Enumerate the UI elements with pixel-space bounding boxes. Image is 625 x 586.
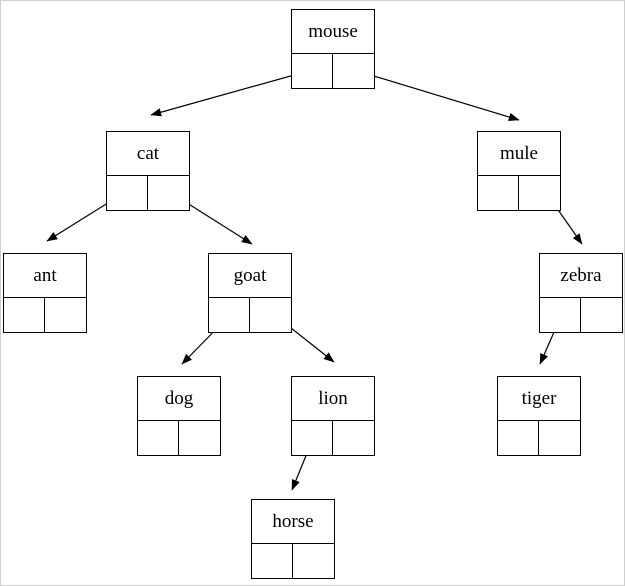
tree-node-tiger[interactable]: tiger <box>497 376 581 456</box>
right-pointer-cell-horse <box>293 544 334 578</box>
tree-node-cat[interactable]: cat <box>106 131 190 211</box>
left-pointer-cell-dog <box>138 421 179 455</box>
node-label-tiger: tiger <box>498 377 580 421</box>
right-pointer-cell-goat <box>250 298 291 332</box>
left-pointer-cell-lion <box>292 421 333 455</box>
node-pointers-tiger <box>498 421 580 455</box>
left-pointer-cell-mouse <box>292 54 333 88</box>
tree-node-mouse[interactable]: mouse <box>291 9 375 89</box>
node-label-ant: ant <box>4 254 86 298</box>
right-pointer-cell-lion <box>333 421 374 455</box>
node-pointers-dog <box>138 421 220 455</box>
node-label-mouse: mouse <box>292 10 374 54</box>
left-pointer-cell-ant <box>4 298 45 332</box>
node-pointers-ant <box>4 298 86 332</box>
node-label-cat: cat <box>107 132 189 176</box>
left-pointer-cell-mule <box>478 176 519 210</box>
node-label-horse: horse <box>252 500 334 544</box>
tree-node-zebra[interactable]: zebra <box>539 253 623 333</box>
tree-node-goat[interactable]: goat <box>208 253 292 333</box>
left-pointer-cell-horse <box>252 544 293 578</box>
node-pointers-lion <box>292 421 374 455</box>
right-pointer-cell-mule <box>519 176 560 210</box>
node-pointers-goat <box>209 298 291 332</box>
node-pointers-mouse <box>292 54 374 88</box>
node-pointers-zebra <box>540 298 622 332</box>
node-pointers-horse <box>252 544 334 578</box>
left-pointer-cell-zebra <box>540 298 581 332</box>
tree-node-ant[interactable]: ant <box>3 253 87 333</box>
node-label-dog: dog <box>138 377 220 421</box>
node-label-mule: mule <box>478 132 560 176</box>
left-pointer-cell-tiger <box>498 421 539 455</box>
right-pointer-cell-cat <box>148 176 189 210</box>
node-label-zebra: zebra <box>540 254 622 298</box>
right-pointer-cell-mouse <box>333 54 374 88</box>
node-label-goat: goat <box>209 254 291 298</box>
right-pointer-cell-zebra <box>581 298 622 332</box>
edge-mouse-to-cat <box>150 69 313 117</box>
node-pointers-mule <box>478 176 560 210</box>
tree-node-horse[interactable]: horse <box>251 499 335 579</box>
right-pointer-cell-tiger <box>539 421 580 455</box>
tree-node-lion[interactable]: lion <box>291 376 375 456</box>
right-pointer-cell-ant <box>45 298 86 332</box>
tree-node-mule[interactable]: mule <box>477 131 561 211</box>
edge-mouse-to-mule <box>353 69 520 122</box>
right-pointer-cell-dog <box>179 421 220 455</box>
node-pointers-cat <box>107 176 189 210</box>
tree-node-dog[interactable]: dog <box>137 376 221 456</box>
node-label-lion: lion <box>292 377 374 421</box>
left-pointer-cell-cat <box>107 176 148 210</box>
left-pointer-cell-goat <box>209 298 250 332</box>
